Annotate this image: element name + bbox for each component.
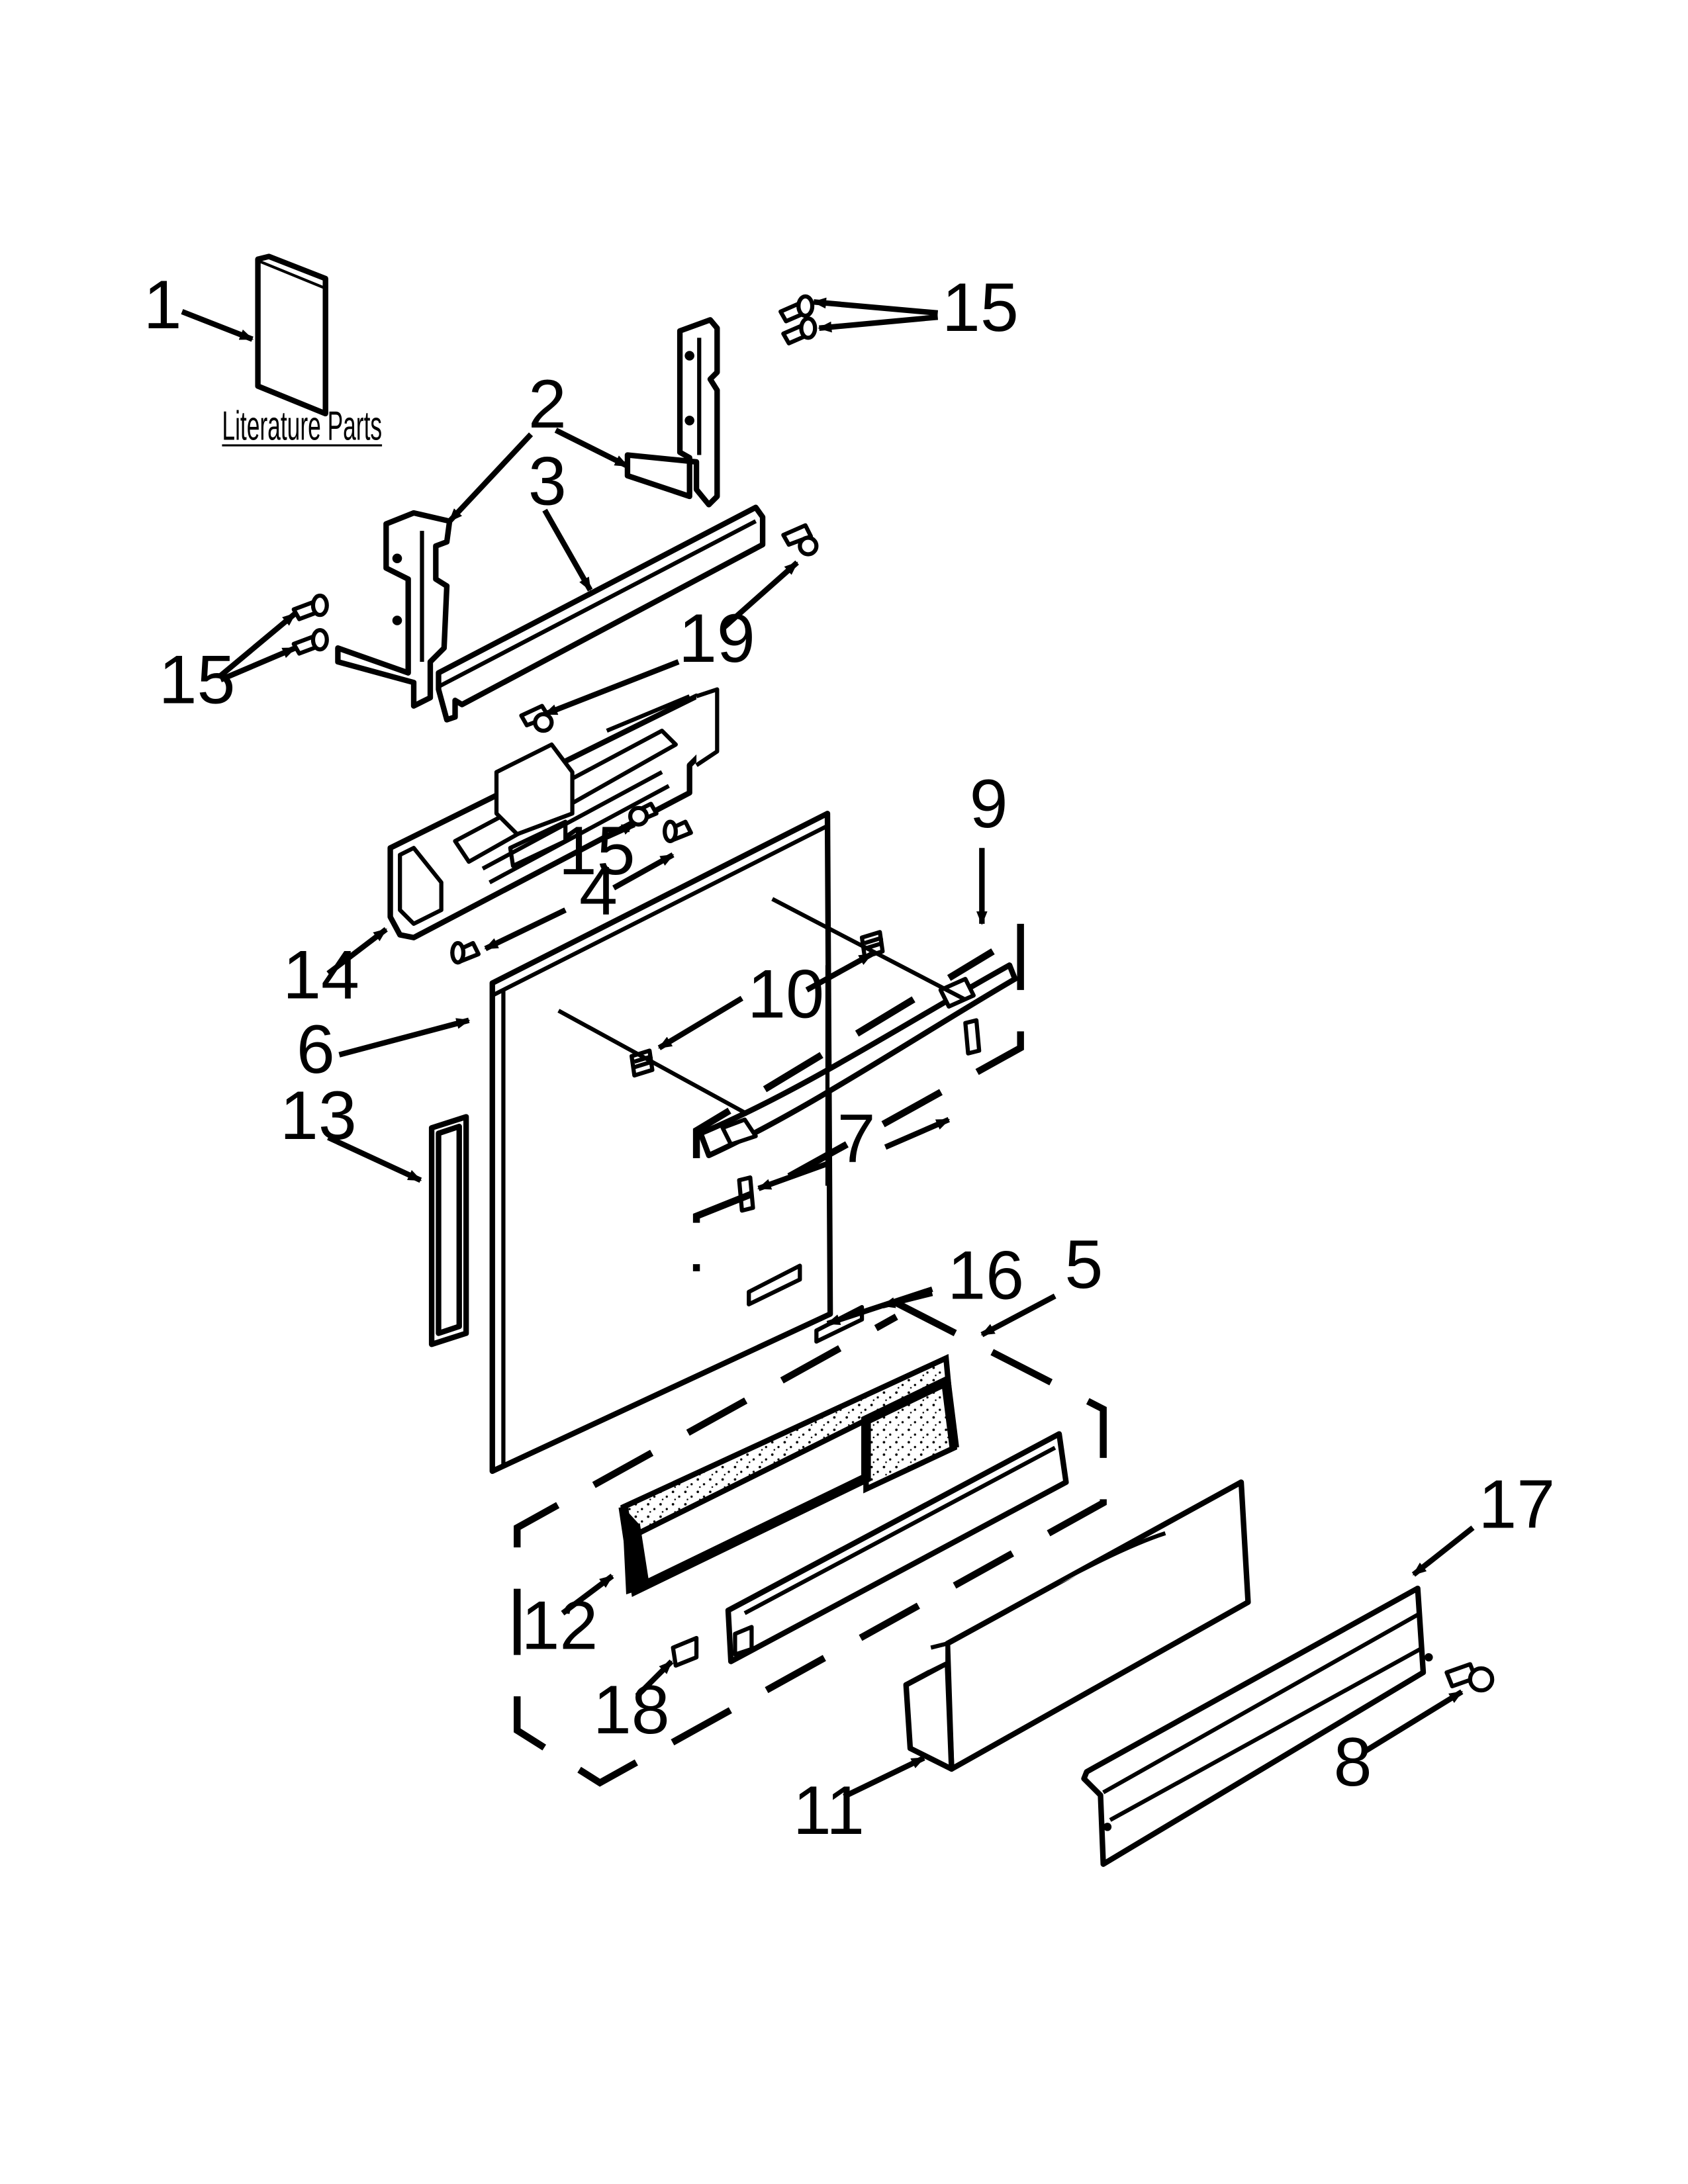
- literature-booklet: [255, 253, 328, 417]
- toe-panel: [903, 1479, 1251, 1772]
- callout-15-left: 15: [159, 642, 236, 719]
- callout-3: 3: [528, 443, 567, 520]
- handle-pin-right: [963, 1018, 982, 1056]
- callout-18: 18: [593, 1672, 670, 1749]
- callout-19: 19: [679, 600, 755, 677]
- callout-15-middle: 15: [559, 813, 635, 889]
- screw-15-middle: [628, 801, 659, 827]
- insulation-panel: [618, 1353, 959, 1597]
- callout-7: 7: [837, 1101, 876, 1177]
- callout-9: 9: [970, 766, 1008, 842]
- inner-liner-strip: [725, 1431, 1069, 1664]
- screw-top-2: [781, 316, 818, 345]
- callout-4: 4: [579, 852, 618, 929]
- callout-2: 2: [528, 366, 567, 443]
- screw-4-lower: [450, 940, 481, 965]
- support-rail: [436, 504, 766, 723]
- insulation-group-boundary: [514, 1300, 1107, 1787]
- mounting-bracket-left: [335, 510, 453, 709]
- screw-left-1: [291, 593, 329, 621]
- control-assembly: [387, 687, 720, 940]
- callout-labels: 1 15 2 3 15 19 15 4 14 6 13 9 10 7 16 5 …: [144, 267, 1556, 1849]
- callout-11: 11: [793, 1772, 865, 1849]
- kick-plate-screw: [1444, 1662, 1495, 1693]
- callout-1: 1: [144, 267, 182, 343]
- screw-19-right: [781, 523, 819, 557]
- callout-13: 13: [280, 1077, 357, 1154]
- leader-lines: [181, 297, 1475, 1799]
- callout-15-top: 15: [942, 269, 1019, 346]
- clip: [671, 1635, 699, 1668]
- callout-17: 17: [1478, 1466, 1555, 1543]
- axis-line-lower: [557, 1009, 749, 1116]
- callout-6: 6: [297, 1011, 335, 1088]
- outer-door-panel: [489, 811, 833, 1475]
- screw-top-1: [778, 294, 815, 324]
- callout-8: 8: [1334, 1724, 1372, 1801]
- mounting-bracket-right: [624, 317, 720, 508]
- callout-14: 14: [283, 936, 359, 1013]
- screw-left-2: [291, 627, 329, 656]
- axis-line-upper: [771, 897, 966, 1002]
- callout-12: 12: [522, 1588, 598, 1664]
- callout-16: 16: [947, 1238, 1024, 1314]
- screw-4-upper: [663, 819, 693, 843]
- door-handle: [698, 962, 1018, 1159]
- side-gasket: [428, 1114, 469, 1347]
- callout-5: 5: [1064, 1226, 1103, 1303]
- handle-group-boundary: [692, 923, 1024, 1271]
- kick-plate: [1081, 1585, 1433, 1867]
- literature-parts-label: Literature Parts: [222, 403, 382, 449]
- callout-10: 10: [747, 956, 824, 1033]
- screw-19-left: [519, 704, 554, 733]
